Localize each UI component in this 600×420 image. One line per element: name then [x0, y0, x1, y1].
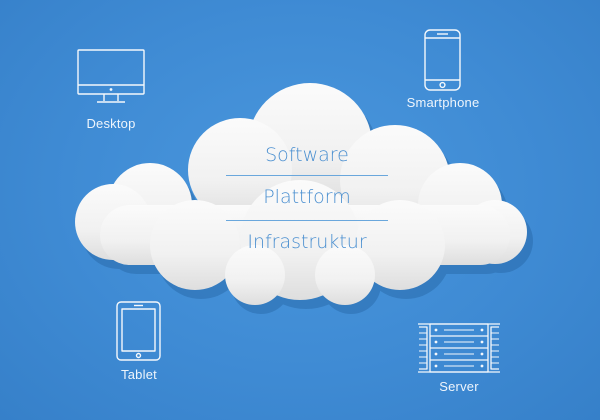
tablet-icon: [116, 301, 161, 361]
layer-label-infrastructure: Infrastruktur: [247, 231, 367, 253]
device-label-tablet: Tablet: [121, 367, 157, 382]
smartphone-icon: [424, 29, 461, 91]
server-rack-icon: [418, 323, 500, 373]
device-label-server: Server: [439, 379, 479, 394]
layer-label-platform: Plattform: [263, 186, 351, 208]
layer-divider: [226, 175, 388, 176]
cloud-shape: [75, 83, 527, 305]
layer-label-software: Software: [265, 144, 349, 166]
device-label-smartphone: Smartphone: [406, 95, 480, 110]
device-label-desktop: Desktop: [86, 116, 136, 131]
monitor-icon: [77, 49, 145, 103]
layer-divider: [226, 220, 388, 221]
